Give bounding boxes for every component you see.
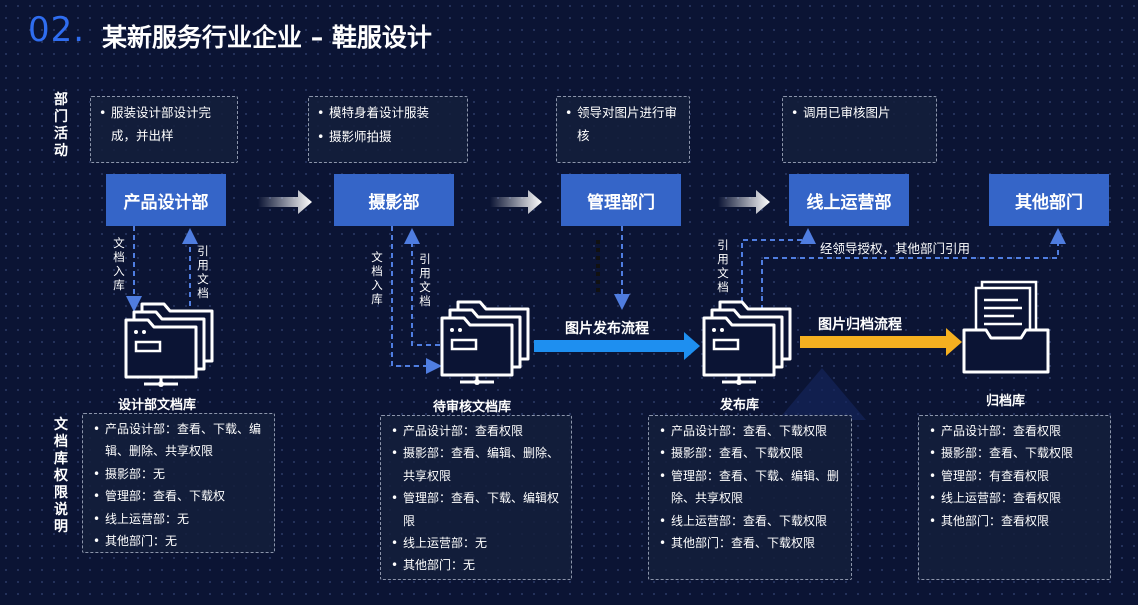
permissions-publish: 产品设计部：查看、下载权限 摄影部：查看、下载权限 管理部：查看、下载、编辑、删… bbox=[648, 415, 852, 580]
permission-item: 产品设计部：查看、下载、编辑、删除、共享权限 bbox=[93, 418, 266, 463]
library-label-pending: 待审核文档库 bbox=[433, 400, 512, 415]
section-number: 02. bbox=[28, 10, 86, 50]
activity-item: 摄影师拍摄 bbox=[317, 125, 459, 149]
label-store-photo: 文档入库 bbox=[371, 250, 383, 306]
dept-photography: 摄影部 bbox=[334, 174, 454, 226]
label-cite-photo: 引用文档 bbox=[419, 252, 431, 308]
decor-triangle bbox=[778, 368, 866, 420]
permission-item: 管理部：有查看权限 bbox=[929, 465, 1102, 488]
permission-item: 线上运营部：无 bbox=[391, 532, 563, 555]
activity-item: 领导对图片进行审核 bbox=[565, 101, 681, 147]
permission-item: 摄影部：查看、下载权限 bbox=[659, 442, 843, 465]
dept-product-design: 产品设计部 bbox=[106, 174, 226, 226]
label-cite-design: 引用文档 bbox=[197, 244, 209, 300]
folder-server-icon bbox=[440, 300, 530, 385]
archive-flow-label: 图片归档流程 bbox=[818, 317, 902, 333]
activity-item: 模特身着设计服装 bbox=[317, 101, 459, 125]
permission-item: 线上运营部：无 bbox=[93, 508, 266, 531]
row-label-permissions: 文档库权限说明 bbox=[54, 417, 68, 535]
folder-server-icon bbox=[124, 302, 214, 387]
permission-item: 线上运营部：查看、下载权限 bbox=[659, 510, 843, 533]
permission-item: 产品设计部：查看权限 bbox=[929, 420, 1102, 443]
permission-item: 线上运营部：查看权限 bbox=[929, 487, 1102, 510]
archive-flow-arrow bbox=[800, 328, 962, 356]
permissions-archive: 产品设计部：查看权限 摄影部：查看、下载权限 管理部：有查看权限 线上运营部：查… bbox=[918, 415, 1111, 580]
label-authorized: 经领导授权，其他部门引用 bbox=[820, 241, 971, 256]
permissions-design: 产品设计部：查看、下载、编辑、删除、共享权限 摄影部：无 管理部：查看、下载权 … bbox=[82, 413, 275, 553]
activity-note-photo: 模特身着设计服装 摄影师拍摄 bbox=[308, 96, 468, 163]
permission-item: 摄影部：无 bbox=[93, 463, 266, 486]
mgmt-link bbox=[596, 226, 630, 310]
activity-note-design: 服装设计部设计完成，并出样 bbox=[90, 96, 238, 163]
label-cite-publish: 引用文档 bbox=[717, 238, 729, 294]
dept-online-ops: 线上运营部 bbox=[789, 174, 909, 226]
dept-flow-arrows bbox=[258, 190, 770, 214]
permission-item: 产品设计部：查看、下载权限 bbox=[659, 420, 843, 443]
activity-item: 调用已审核图片 bbox=[791, 101, 928, 125]
design-links bbox=[126, 226, 198, 312]
permission-item: 其他部门：无 bbox=[93, 530, 266, 553]
permissions-pending: 产品设计部：查看权限 摄影部：查看、编辑、删除、共享权限 管理部：查看、下载、编… bbox=[380, 415, 572, 580]
library-label-publish: 发布库 bbox=[720, 398, 760, 413]
permission-item: 管理部：查看、下载、编辑权限 bbox=[391, 487, 563, 532]
permission-item: 摄影部：查看、编辑、删除、共享权限 bbox=[391, 442, 563, 487]
library-label-archive: 归档库 bbox=[986, 394, 1026, 409]
publish-flow-label: 图片发布流程 bbox=[565, 321, 649, 337]
row-label-activities: 部门活动 bbox=[54, 92, 68, 159]
permission-item: 摄影部：查看、下载权限 bbox=[929, 442, 1102, 465]
activity-note-mgmt: 领导对图片进行审核 bbox=[556, 96, 690, 163]
label-store-design: 文档入库 bbox=[113, 236, 125, 292]
archive-box-icon bbox=[962, 280, 1050, 374]
dept-others: 其他部门 bbox=[989, 174, 1109, 226]
library-label-design: 设计部文档库 bbox=[118, 398, 197, 413]
publish-flow-arrow bbox=[534, 332, 700, 360]
permission-item: 其他部门：查看权限 bbox=[929, 510, 1102, 533]
photo-links bbox=[391, 226, 442, 374]
publish-links bbox=[741, 228, 1066, 310]
permission-item: 其他部门：无 bbox=[391, 554, 563, 577]
dept-management: 管理部门 bbox=[561, 174, 681, 226]
folder-server-icon bbox=[702, 300, 792, 385]
permission-item: 产品设计部：查看权限 bbox=[391, 420, 563, 443]
permission-item: 其他部门：查看、下载权限 bbox=[659, 532, 843, 555]
activity-note-ops: 调用已审核图片 bbox=[782, 96, 937, 163]
page-title: 某新服务行业企业 – 鞋服设计 bbox=[102, 23, 432, 52]
permission-item: 管理部：查看、下载权 bbox=[93, 485, 266, 508]
activity-item: 服装设计部设计完成，并出样 bbox=[99, 101, 229, 147]
permission-item: 管理部：查看、下载、编辑、删除、共享权限 bbox=[659, 465, 843, 510]
